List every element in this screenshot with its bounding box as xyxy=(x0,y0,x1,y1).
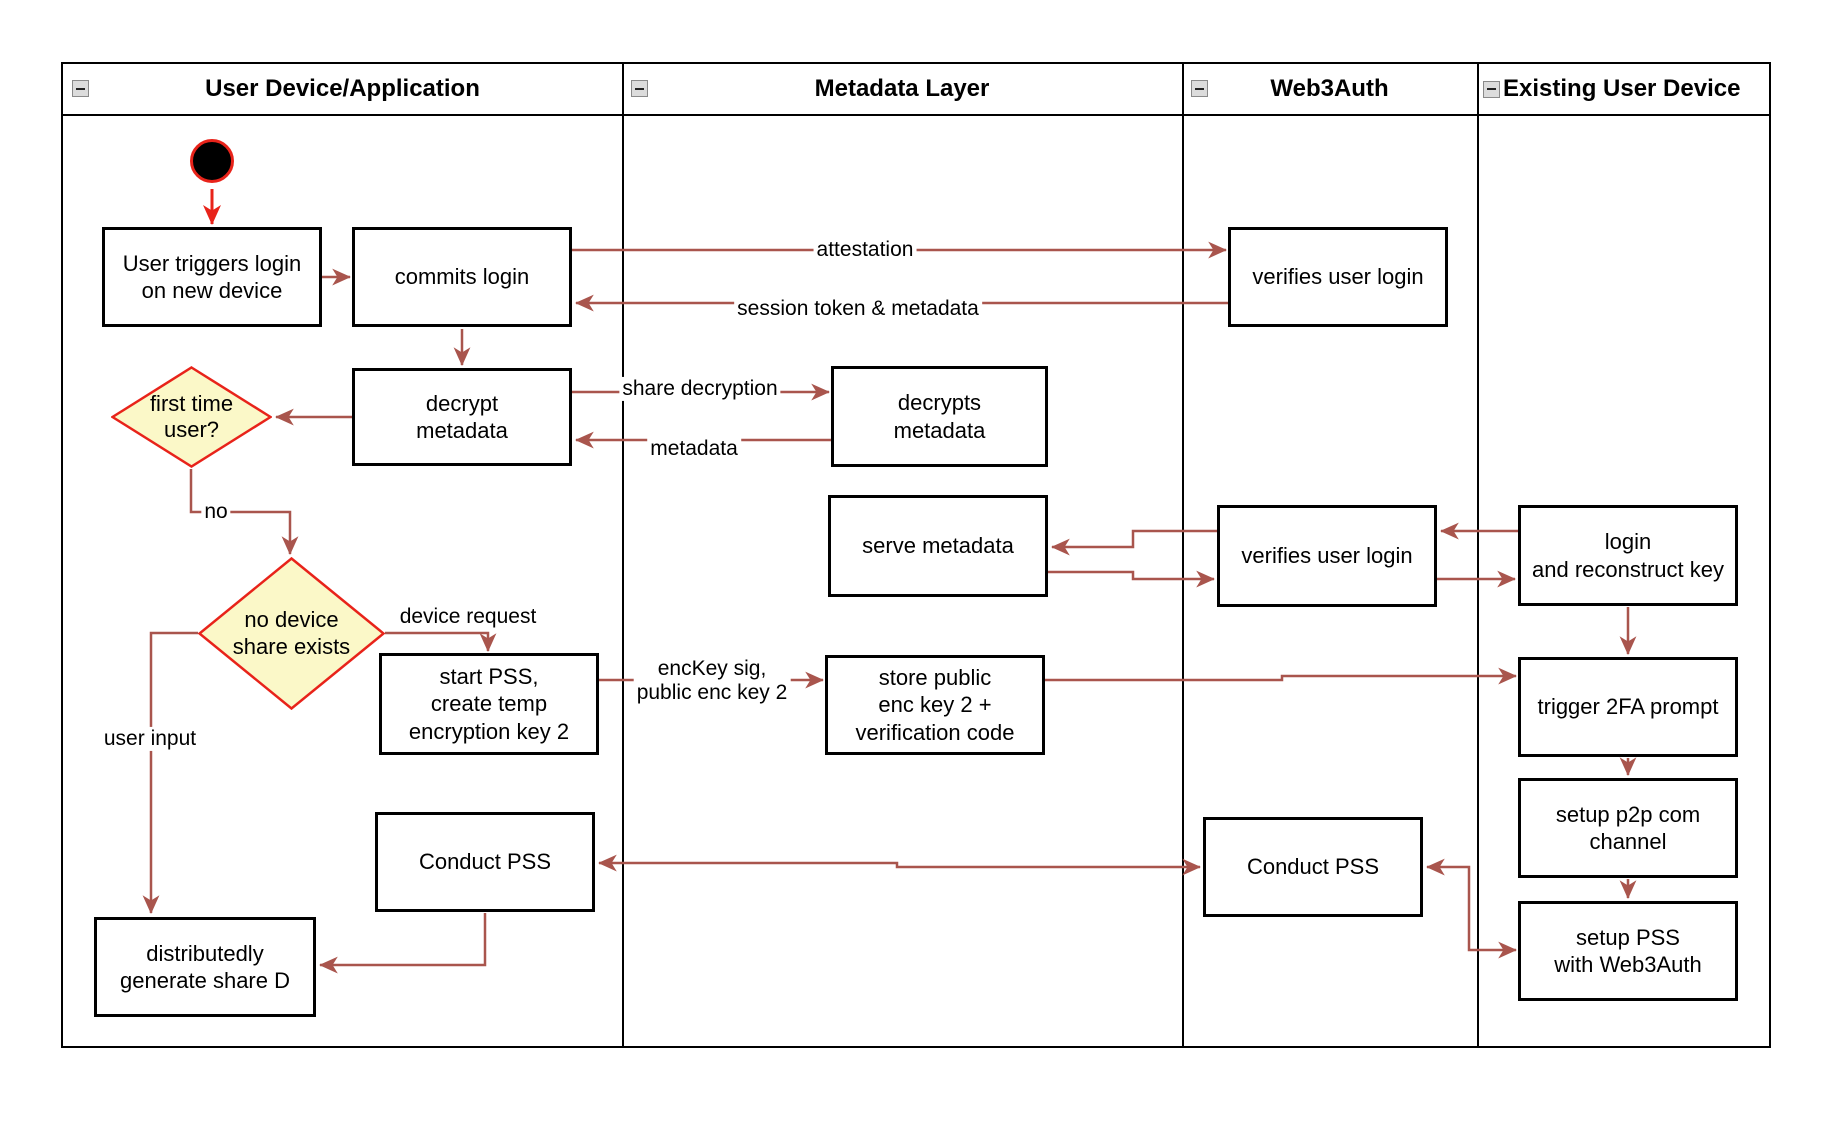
node-label: decrypts metadata xyxy=(893,390,986,443)
minus-icon xyxy=(1195,87,1204,90)
lane-header-web3auth: Web3Auth xyxy=(1182,64,1477,114)
lane-divider-2 xyxy=(1182,64,1184,1046)
node-label: decrypt metadata xyxy=(416,390,508,444)
node-first-time-user-decision[interactable]: first time user? xyxy=(111,366,272,468)
lane-divider-1 xyxy=(622,64,624,1046)
edge-label-session-token: session token & metadata xyxy=(734,296,982,322)
node-label: verifies user login xyxy=(1252,264,1424,290)
lane-title: Existing User Device xyxy=(1503,75,1741,102)
start-node[interactable] xyxy=(190,139,234,183)
node-user-triggers-login[interactable]: User triggers login on new device xyxy=(102,227,322,327)
node-serve-metadata[interactable]: serve metadata xyxy=(828,495,1048,597)
edge-label-attestation: attestation xyxy=(813,237,917,263)
edge-label-metadata: metadata xyxy=(647,436,741,462)
minus-icon xyxy=(635,87,644,90)
lane-header-metadata-layer: Metadata Layer xyxy=(622,64,1182,114)
node-label: store public enc key 2 + verification co… xyxy=(855,664,1015,745)
node-verifies-user-login-mid[interactable]: verifies user login xyxy=(1217,505,1437,607)
node-label: Conduct PSS xyxy=(418,849,552,875)
edge-label-user-input: user input xyxy=(100,726,200,752)
node-no-device-share-decision[interactable]: no device share exists xyxy=(198,557,385,710)
lane-title: Web3Auth xyxy=(1270,75,1389,102)
lane-title: Metadata Layer xyxy=(814,75,990,102)
node-decrypt-metadata[interactable]: decrypt metadata xyxy=(352,368,572,466)
lane-header-existing-user-device: Existing User Device xyxy=(1477,64,1771,114)
node-label: serve metadata xyxy=(862,533,1014,559)
node-conduct-pss-web3auth[interactable]: Conduct PSS xyxy=(1203,817,1423,917)
minus-icon xyxy=(1487,88,1496,90)
minus-icon xyxy=(76,87,85,90)
edge-label-no: no xyxy=(201,499,231,525)
header-divider xyxy=(63,114,1769,116)
collapse-lane-button[interactable] xyxy=(1483,80,1500,98)
node-trigger-2fa-prompt[interactable]: trigger 2FA prompt xyxy=(1518,657,1738,757)
node-commits-login[interactable]: commits login xyxy=(352,227,572,327)
node-label: login and reconstruct key xyxy=(1532,529,1724,582)
node-store-public-enc-key[interactable]: store public enc key 2 + verification co… xyxy=(825,655,1045,755)
node-label: trigger 2FA prompt xyxy=(1537,694,1719,720)
node-label: setup PSS with Web3Auth xyxy=(1554,924,1702,978)
node-label: Conduct PSS xyxy=(1246,854,1380,880)
node-label: User triggers login on new device xyxy=(122,250,302,304)
node-label: first time user? xyxy=(149,390,234,442)
node-distributedly-generate-share[interactable]: distributedly generate share D xyxy=(94,917,316,1017)
node-conduct-pss-user[interactable]: Conduct PSS xyxy=(375,812,595,912)
node-label: commits login xyxy=(394,264,530,290)
node-label: verifies user login xyxy=(1241,543,1413,569)
swimlane-frame: User Device/Application Metadata Layer W… xyxy=(61,62,1771,1048)
edge-label-share-decryption: share decryption xyxy=(619,376,781,402)
collapse-lane-button[interactable] xyxy=(1191,80,1208,97)
lane-title: User Device/Application xyxy=(205,75,480,102)
node-start-pss[interactable]: start PSS, create temp encryption key 2 xyxy=(379,653,599,755)
node-decrypts-metadata[interactable]: decrypts metadata xyxy=(831,366,1048,467)
edge-label-enckey: encKey sig, public enc key 2 xyxy=(633,656,791,706)
node-label: no device share exists xyxy=(232,607,351,659)
node-login-reconstruct-key[interactable]: login and reconstruct key xyxy=(1518,505,1738,606)
lane-header-user-device: User Device/Application xyxy=(63,64,622,114)
node-setup-pss-web3auth[interactable]: setup PSS with Web3Auth xyxy=(1518,901,1738,1001)
edge-label-device-request: device request xyxy=(396,604,540,630)
node-label: start PSS, create temp encryption key 2 xyxy=(408,663,570,744)
node-setup-p2p-channel[interactable]: setup p2p com channel xyxy=(1518,778,1738,878)
node-label: distributedly generate share D xyxy=(120,940,290,994)
node-verifies-user-login-top[interactable]: verifies user login xyxy=(1228,227,1448,327)
lane-divider-3 xyxy=(1477,64,1479,1046)
node-label: setup p2p com channel xyxy=(1555,801,1701,855)
collapse-lane-button[interactable] xyxy=(631,80,648,97)
collapse-lane-button[interactable] xyxy=(72,80,89,97)
